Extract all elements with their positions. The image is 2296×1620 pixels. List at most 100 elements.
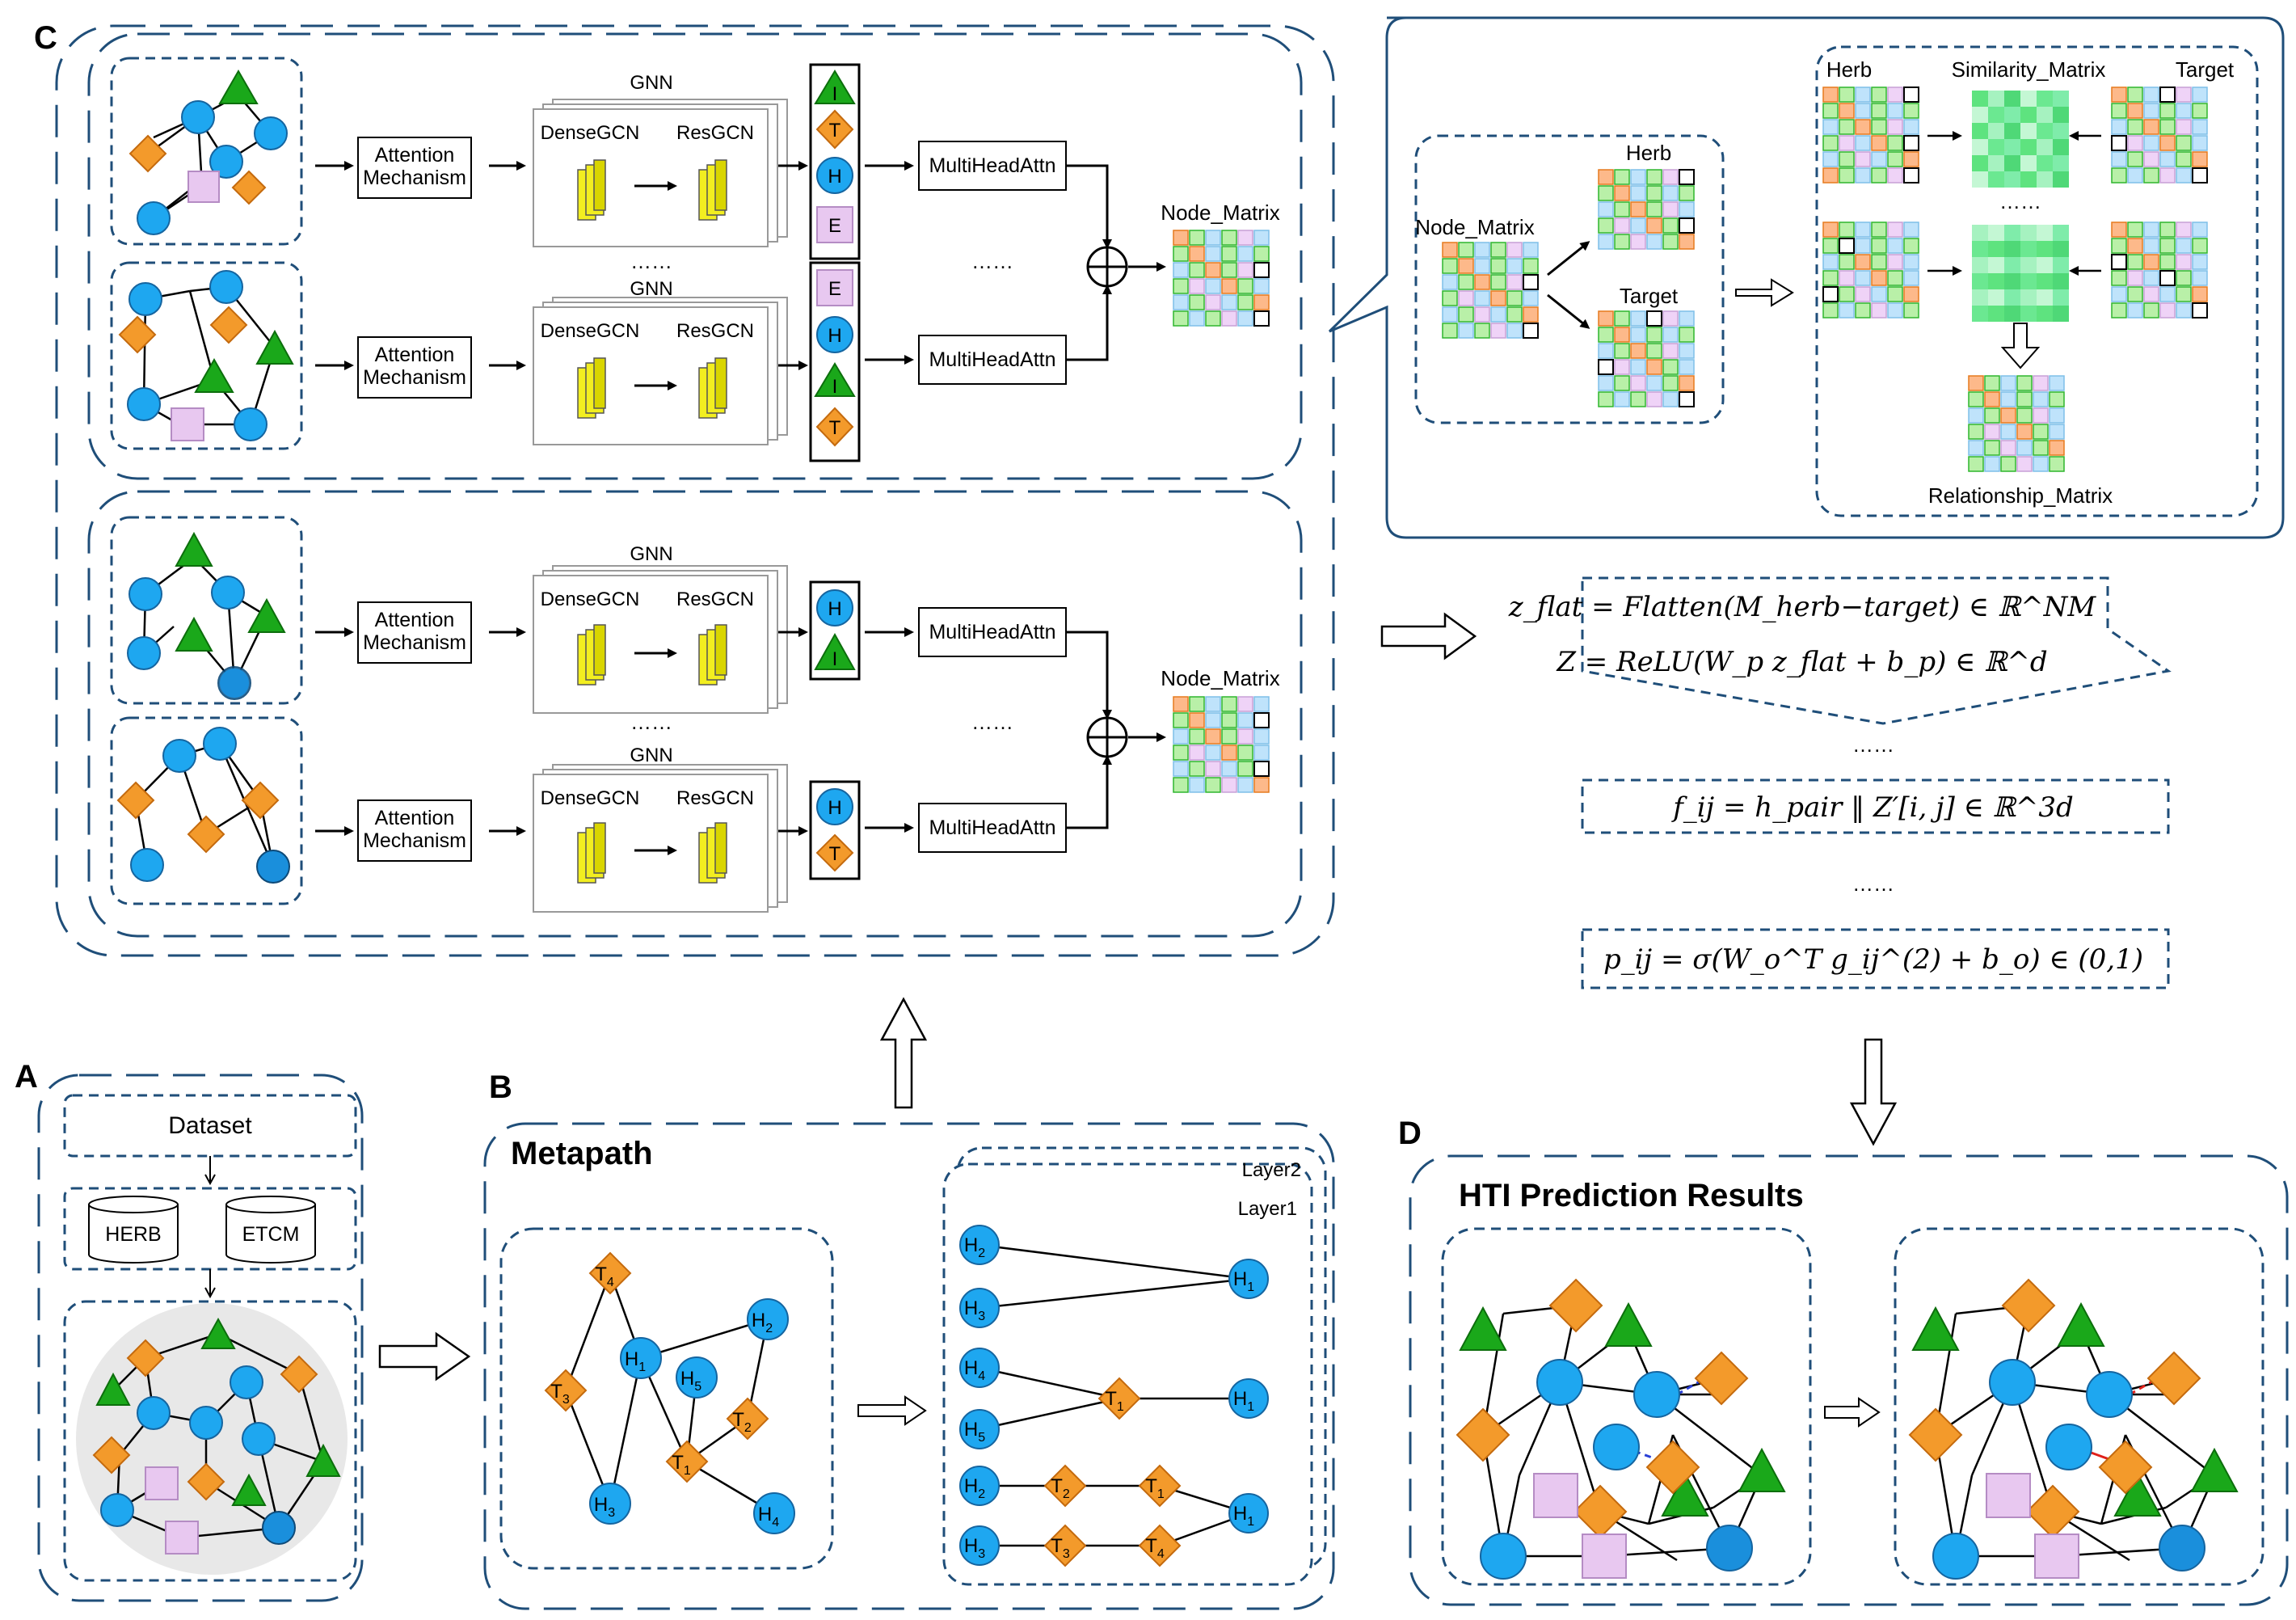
svg-text:H: H (828, 797, 841, 819)
eq-dots-2: …… (1852, 871, 1894, 896)
svg-text:H: H (828, 598, 841, 620)
svg-text:T2: T2 (1051, 1475, 1070, 1501)
svg-text:T1: T1 (672, 1452, 691, 1478)
densegcn-label-3: DenseGCN (541, 589, 640, 610)
svg-text:H5: H5 (680, 1368, 701, 1394)
svg-text:H2: H2 (964, 1475, 985, 1501)
svg-text:T2: T2 (732, 1409, 752, 1435)
dots-c-4: …… (971, 710, 1013, 734)
concat-operator-1 (1086, 246, 1128, 288)
gnn-label-4: GNN (630, 745, 672, 766)
attention-box-1 (357, 137, 472, 199)
resgcn-label-4: ResGCN (676, 787, 754, 809)
attention-label-2: Attention (375, 344, 455, 366)
mha-box-1 (918, 141, 1067, 191)
dots-c-1: …… (630, 249, 672, 273)
panel-d-letter: D (1398, 1116, 1422, 1151)
svg-text:T: T (829, 843, 841, 865)
panel-c-letter: C (34, 20, 57, 56)
node-matrix-1 (1173, 230, 1270, 327)
target-node: T2 (1043, 1464, 1087, 1508)
layer-graph: H2 H1 H3 H4 T1 H1 H5 H2 T2 T1 H1 H3 T3 T… (959, 1225, 1269, 1567)
dataset-label: Dataset (168, 1112, 252, 1139)
svg-text:H3: H3 (594, 1494, 615, 1520)
graph-2b (110, 716, 303, 905)
etcm-database-icon (225, 1196, 316, 1264)
similarity-matrix-b (1972, 225, 2069, 322)
graph-1a (110, 57, 303, 246)
panel-b-letter: B (489, 1069, 512, 1105)
panel-c-upper-frame (87, 32, 1303, 480)
metapath-title: Metapath (511, 1136, 653, 1171)
layer1-label: Layer1 (1238, 1198, 1297, 1220)
graph-1b (110, 261, 303, 450)
resgcn-label-1: ResGCN (676, 122, 754, 144)
graph-2a (110, 516, 303, 705)
eq-dots-1: …… (1852, 732, 1894, 757)
svg-text:T1: T1 (1105, 1388, 1124, 1414)
sim-herb-matrix (1598, 169, 1695, 250)
mha-label-3: MultiHeadAttn (929, 621, 1055, 643)
b-to-c-arrow (879, 997, 928, 1109)
resgcn-label-2: ResGCN (676, 320, 754, 342)
svg-text:H2: H2 (752, 1310, 773, 1335)
sim-herb-label-2: Herb (1826, 57, 1872, 82)
panel-a-letter: A (15, 1059, 38, 1095)
integrated-network (76, 1303, 348, 1575)
mha-label-2: MultiHeadAttn (929, 348, 1055, 371)
svg-text:H4: H4 (758, 1504, 779, 1529)
svg-text:T4: T4 (595, 1264, 614, 1289)
target-node: T1 (1097, 1377, 1141, 1420)
node-type-stack-4: H T (809, 780, 861, 880)
hti-title: HTI Prediction Results (1459, 1178, 1804, 1213)
svg-text:H3: H3 (964, 1535, 985, 1561)
d-result-arrow (1824, 1397, 1881, 1428)
target-node: T1 (1138, 1464, 1182, 1508)
attention-box-2 (357, 336, 472, 399)
dots-c-2: …… (971, 249, 1013, 273)
mha-label-1: MultiHeadAttn (929, 154, 1055, 177)
sim-node-matrix (1442, 242, 1539, 339)
herb-matrix-a (1822, 86, 1919, 184)
svg-text:H1: H1 (1233, 1268, 1254, 1294)
mechanism-label-3: Mechanism (363, 631, 466, 654)
svg-text:H1: H1 (625, 1348, 646, 1374)
node-type-stack-1: I T H E (809, 63, 861, 260)
equation-3: f_ij = h_pair ‖ Z′[i, j] ∈ ℝ^3d (1670, 791, 2074, 824)
gnn-label-2: GNN (630, 278, 672, 300)
svg-text:T3: T3 (550, 1381, 570, 1407)
sim-node-matrix-label: Node_Matrix (1415, 215, 1534, 239)
target-node: T4 (1138, 1524, 1182, 1567)
svg-text:I: I (832, 83, 838, 105)
target-matrix-b (2111, 221, 2208, 319)
mechanism-label-4: Mechanism (363, 829, 466, 852)
svg-text:H1: H1 (1233, 1503, 1254, 1529)
herb-node: H2 (959, 1466, 1000, 1506)
node-matrix-label-1: Node_Matrix (1161, 200, 1279, 225)
equation-4: p_ij = σ(W_o^T g_ij^(2) + b_o) ∈ (0,1) (1603, 943, 2143, 976)
herb-node: H1 (1228, 1378, 1269, 1419)
densegcn-label-1: DenseGCN (541, 122, 640, 144)
sim-target-label: Target (1620, 284, 1679, 308)
hti-graph-after (1908, 1278, 2239, 1580)
mechanism-label-2: Mechanism (363, 366, 466, 389)
sim-target-matrix (1598, 310, 1695, 407)
svg-text:T1: T1 (1145, 1475, 1165, 1501)
svg-text:H1: H1 (1233, 1388, 1254, 1414)
target-matrix-a (2111, 86, 2208, 184)
mechanism-label-1: Mechanism (363, 167, 466, 189)
svg-text:H2: H2 (964, 1234, 985, 1260)
svg-text:H5: H5 (964, 1419, 985, 1445)
panel-c-frame (55, 24, 1335, 957)
svg-text:H: H (828, 166, 841, 188)
herb-node: H4 (959, 1348, 1000, 1388)
similarity-matrix-label: Similarity_Matrix (1952, 57, 2106, 82)
herb-node: H3 (959, 1288, 1000, 1328)
mha-label-4: MultiHeadAttn (929, 816, 1055, 839)
node-type-stack-3: H I (809, 580, 861, 681)
etcm-db-label: ETCM (242, 1223, 300, 1246)
concat-operator-2 (1086, 716, 1128, 758)
gnn-label-1: GNN (630, 72, 672, 94)
svg-text:T4: T4 (1145, 1535, 1165, 1561)
resgcn-label-3: ResGCN (676, 589, 754, 610)
